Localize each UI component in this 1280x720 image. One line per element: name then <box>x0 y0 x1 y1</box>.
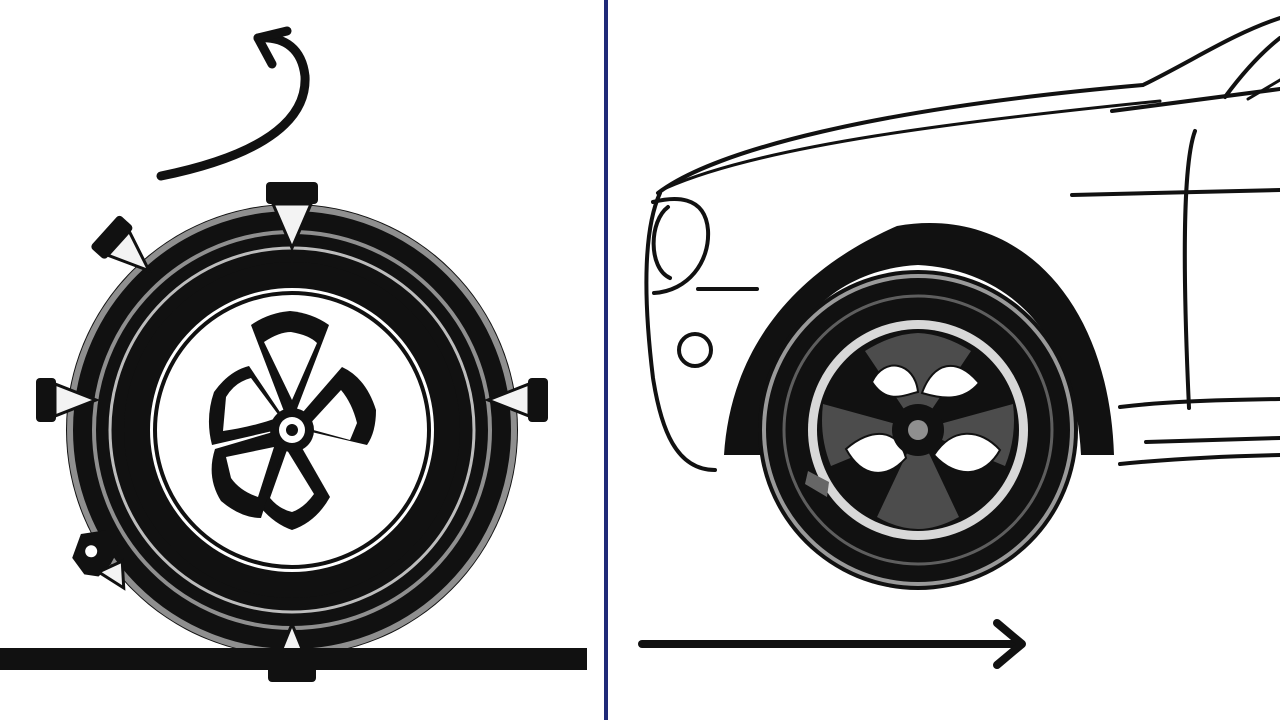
chain-clamp-icon <box>36 182 548 682</box>
front-wheel-icon <box>758 270 1078 590</box>
left-panel <box>0 0 604 720</box>
car-icon <box>644 16 1280 472</box>
wheel-spokes <box>208 311 376 530</box>
curved-arrow-icon <box>156 26 310 181</box>
ground-line-icon <box>0 648 587 670</box>
right-panel <box>610 0 1280 720</box>
left-illustration <box>0 26 587 682</box>
wheel-icon <box>66 204 518 656</box>
right-illustration <box>638 16 1280 669</box>
motion-arrow-icon <box>638 619 1026 669</box>
panel-divider <box>604 0 608 720</box>
